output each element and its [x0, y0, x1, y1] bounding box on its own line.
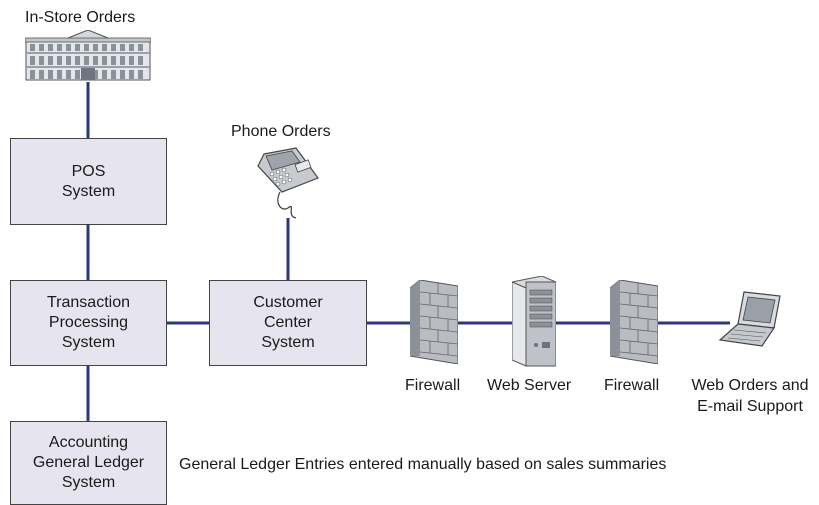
web-orders-label-line2: E-mail Support: [697, 398, 803, 415]
in-store-orders-label: In-Store Orders: [25, 9, 136, 26]
brick-wall-icon: [610, 280, 658, 364]
phone-orders-label: Phone Orders: [231, 123, 331, 140]
firewall-right-label: Firewall: [604, 377, 660, 394]
telephone-icon: [257, 147, 319, 219]
transaction-processing-system-label: Transaction Processing System: [47, 294, 130, 351]
transaction-processing-system-box: Transaction Processing System: [10, 280, 167, 366]
pos-system-box: POS System: [10, 138, 167, 225]
brick-wall-icon: [410, 280, 458, 364]
customer-center-system-box: Customer Center System: [209, 280, 367, 366]
pos-system-label: POS System: [61, 162, 116, 200]
general-ledger-note: General Ledger Entries entered manually …: [179, 456, 667, 473]
firewall-left-label: Firewall: [405, 377, 461, 394]
store-building-icon: [25, 30, 151, 81]
web-orders-label-line1: Web Orders and: [691, 377, 809, 394]
laptop-icon: [718, 291, 781, 347]
web-server-label: Web Server: [487, 377, 572, 394]
accounting-general-ledger-system-box: Accounting General Ledger System: [10, 421, 167, 505]
customer-center-system-label: Customer Center System: [253, 294, 323, 351]
accounting-general-ledger-system-label: Accounting General Ledger System: [32, 434, 145, 491]
tower-server-icon: [512, 276, 556, 367]
